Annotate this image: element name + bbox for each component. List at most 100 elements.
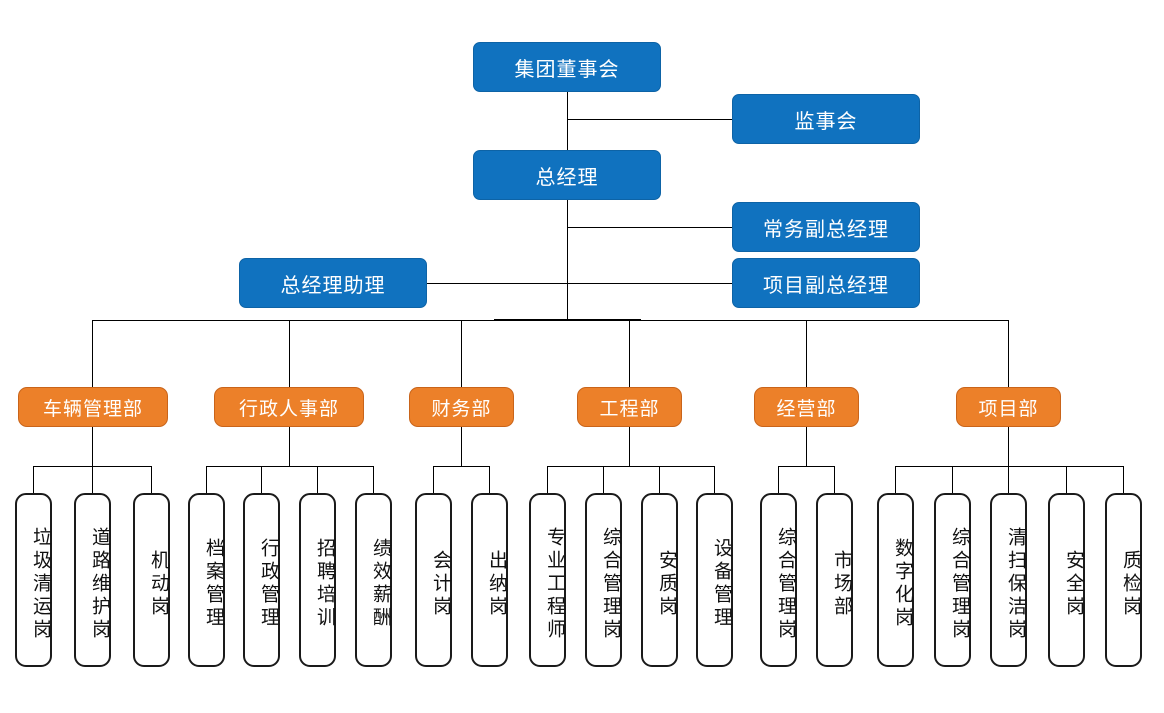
node-department-admin-hr[interactable]: 行政人事部 [214,387,364,427]
node-position[interactable]: 出纳岗 [471,493,508,667]
connector-bus-to-dept-3 [461,320,462,387]
connector-leaf-drop [603,466,604,493]
node-position[interactable]: 机动岗 [133,493,170,667]
node-department-engineering[interactable]: 工程部 [577,387,682,427]
node-department-label: 项目部 [978,398,1039,420]
node-position-label: 清扫保洁岗 [1005,526,1026,642]
node-position-label: 市场部 [831,549,852,619]
node-position-label: 道路维护岗 [89,526,110,642]
node-position[interactable]: 专业工程师 [529,493,566,667]
connector-leaf-drop [1123,466,1124,493]
connector-to-supervisory-board [567,119,732,120]
node-board[interactable]: 集团董事会 [473,42,661,92]
connector-leaf-drop [489,466,490,493]
node-position[interactable]: 会计岗 [415,493,452,667]
node-position[interactable]: 综合管理岗 [934,493,971,667]
connector-dept-6-drop [1008,426,1009,466]
connector-leaf-drop [373,466,374,493]
connector-dept-5-drop [806,426,807,466]
connector-leaf-drop [834,466,835,493]
connector-sub-bus-5 [778,466,834,467]
node-department-label: 财务部 [431,398,492,420]
connector-leaf-drop [92,466,93,493]
node-position[interactable]: 清扫保洁岗 [990,493,1027,667]
connector-dept-1-drop [92,426,93,466]
connector-bus-to-dept-1 [92,320,93,387]
node-position[interactable]: 档案管理 [188,493,225,667]
node-department-operations[interactable]: 经营部 [754,387,859,427]
node-supervisory-board[interactable]: 监事会 [732,94,920,144]
node-position[interactable]: 道路维护岗 [74,493,111,667]
node-position-label: 综合管理岗 [949,526,970,642]
connector-sub-bus-2 [206,466,373,467]
node-position[interactable]: 安质岗 [641,493,678,667]
connector-sub-bus-3 [433,466,489,467]
node-project-vice-gm-label: 项目副总经理 [763,274,889,297]
connector-sub-bus-6 [895,466,1123,467]
node-general-manager-label: 总经理 [535,166,599,189]
connector-sub-bus-4 [547,466,714,467]
node-position-label: 行政管理 [258,538,279,630]
node-position-label: 招聘培训 [314,538,335,630]
connector-to-executive-vice-gm [567,227,732,228]
connector-dept-4-drop [629,426,630,466]
node-board-label: 集团董事会 [514,58,620,81]
node-position[interactable]: 综合管理岗 [585,493,622,667]
node-department-finance[interactable]: 财务部 [409,387,514,427]
node-position-label: 综合管理岗 [600,526,621,642]
node-department-label: 经营部 [776,398,837,420]
connector-bus-to-dept-6 [1008,320,1009,387]
connector-bus-to-dept-2 [289,320,290,387]
node-position-label: 安全岗 [1063,549,1084,619]
connector-leaf-drop [714,466,715,493]
node-position[interactable]: 市场部 [816,493,853,667]
node-position-label: 档案管理 [203,538,224,630]
connector-leaf-drop [33,466,34,493]
node-position[interactable]: 绩效薪酬 [355,493,392,667]
node-gm-assistant-label: 总经理助理 [280,274,386,297]
connector-main-bus-highlight [494,319,641,321]
connector-leaf-drop [1066,466,1067,493]
connector-dept-3-drop [461,426,462,466]
node-position[interactable]: 质检岗 [1105,493,1142,667]
node-position-label: 会计岗 [430,549,451,619]
connector-bus-to-dept-5 [806,320,807,387]
connector-board-to-gm [567,92,568,150]
node-department-label: 车辆管理部 [42,398,143,420]
node-position-label: 综合管理岗 [775,526,796,642]
node-department-vehicle-management[interactable]: 车辆管理部 [18,387,168,427]
connector-leaf-drop [778,466,779,493]
node-position[interactable]: 设备管理 [696,493,733,667]
connector-leaf-drop [151,466,152,493]
node-department-project[interactable]: 项目部 [956,387,1061,427]
node-position[interactable]: 行政管理 [243,493,280,667]
node-position[interactable]: 数字化岗 [877,493,914,667]
connector-leaf-drop [895,466,896,493]
node-gm-assistant[interactable]: 总经理助理 [239,258,427,308]
connector-leaf-drop [261,466,262,493]
connector-bus-to-dept-4 [629,320,630,387]
node-department-label: 工程部 [599,398,660,420]
node-supervisory-board-label: 监事会 [794,110,858,133]
node-position[interactable]: 垃圾清运岗 [15,493,52,667]
connector-leaf-drop [206,466,207,493]
node-position[interactable]: 招聘培训 [299,493,336,667]
node-general-manager[interactable]: 总经理 [473,150,661,200]
node-executive-vice-gm[interactable]: 常务副总经理 [732,202,920,252]
connector-leaf-drop [952,466,953,493]
node-position-label: 设备管理 [711,538,732,630]
connector-to-project-vice-gm [567,283,732,284]
connector-leaf-drop [433,466,434,493]
node-position-label: 机动岗 [148,549,169,619]
node-position-label: 数字化岗 [892,538,913,630]
node-position[interactable]: 安全岗 [1048,493,1085,667]
connector-gm-trunk [567,199,568,321]
node-project-vice-gm[interactable]: 项目副总经理 [732,258,920,308]
node-position[interactable]: 综合管理岗 [760,493,797,667]
connector-leaf-drop [659,466,660,493]
node-position-label: 垃圾清运岗 [30,526,51,642]
node-position-label: 安质岗 [656,549,677,619]
node-position-label: 质检岗 [1120,549,1141,619]
node-executive-vice-gm-label: 常务副总经理 [763,218,889,241]
